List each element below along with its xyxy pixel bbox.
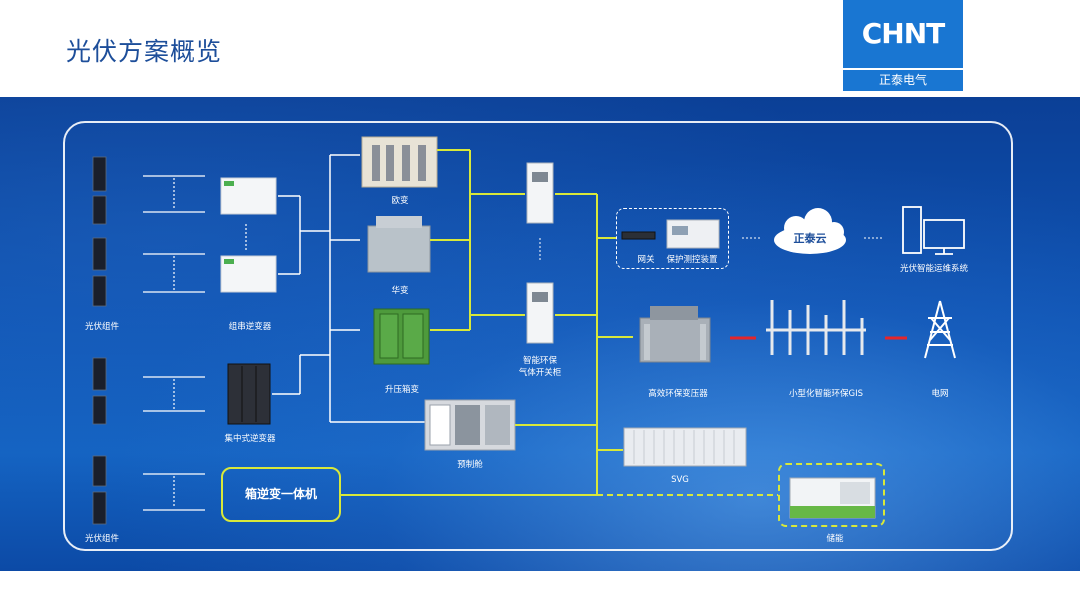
- label-prefab-cabin: 预制舱: [457, 460, 483, 470]
- label-protection-device: 保护测控装置: [666, 255, 718, 265]
- gateway-icon: [621, 231, 656, 240]
- gateway-group: [616, 208, 729, 269]
- label-step-up-box: 升压箱变: [384, 385, 420, 395]
- label-euro-box: 欧变: [391, 196, 409, 206]
- label-svg: SVG: [671, 475, 689, 485]
- prefab-cabin-icon: [424, 399, 516, 451]
- label-storage: 储能: [826, 534, 844, 544]
- transmission-tower-icon: [924, 300, 956, 359]
- label-cloud: 正泰云: [793, 232, 827, 245]
- label-switchgear-line2: 气体开关柜: [518, 368, 562, 378]
- label-om-system: 光伏智能运维系统: [899, 264, 969, 274]
- label-string-inverter: 组串逆变器: [228, 322, 272, 332]
- storage-container-icon: [789, 477, 876, 519]
- switchgear-icon: [526, 162, 554, 344]
- gis-icon: [766, 300, 866, 355]
- label-pv-module-top: 光伏组件: [84, 322, 120, 332]
- label-grid: 电网: [931, 389, 949, 399]
- central-inverter-icon: [227, 363, 271, 425]
- diagram-frame: [63, 121, 1013, 551]
- label-transformer: 高效环保变压器: [648, 389, 708, 399]
- label-pv-module-bottom: 光伏组件: [84, 534, 120, 544]
- label-switchgear-line1: 智能环保: [522, 356, 558, 366]
- label-gis: 小型化智能环保GIS: [789, 389, 863, 399]
- svg-container-icon: [623, 427, 747, 467]
- pv-panel-icon: [92, 156, 107, 525]
- string-inverter-icon: [220, 177, 277, 293]
- chint-logo: CHNT 正泰电气: [843, 0, 963, 91]
- power-transformer-icon: [639, 306, 711, 363]
- label-central-inverter: 集中式逆变器: [224, 434, 276, 444]
- logo-brand: CHNT: [843, 0, 963, 68]
- cloud-icon: [774, 208, 846, 254]
- protection-device-icon: [666, 219, 720, 249]
- label-gateway: 网关: [637, 255, 655, 265]
- logo-subtitle: 正泰电气: [843, 68, 963, 91]
- box-transformer-icon: [361, 136, 438, 365]
- storage-group: [778, 463, 885, 527]
- page-title: 光伏方案概览: [66, 37, 223, 66]
- label-us-box: 华变: [391, 286, 409, 296]
- integrated-box-inverter: 箱逆变一体机: [221, 467, 341, 522]
- computer-icon: [902, 206, 965, 255]
